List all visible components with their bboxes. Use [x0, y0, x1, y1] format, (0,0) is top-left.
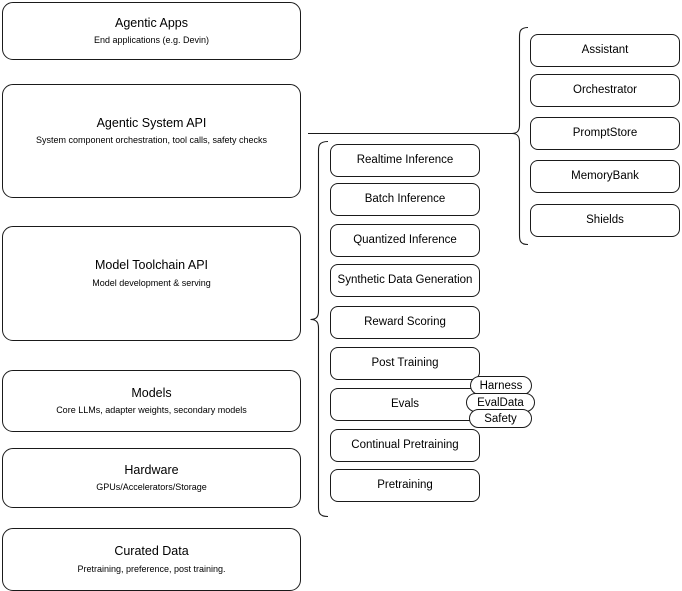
brace-agentic-components — [511, 26, 529, 246]
capability-label: Evals — [390, 398, 420, 411]
layer-title: Curated Data — [114, 544, 189, 559]
layer-title: Models — [131, 385, 172, 400]
capability-label: Quantized Inference — [353, 234, 457, 247]
capability-box-quantized-inference[interactable]: Quantized Inference — [330, 224, 480, 257]
layer-card-curated-data[interactable]: Curated Data Pretraining, preference, po… — [2, 528, 301, 591]
component-box-shields[interactable]: Shields — [530, 204, 680, 237]
layer-subtitle: Core LLMs, adapter weights, secondary mo… — [56, 405, 247, 416]
component-label: PromptStore — [572, 127, 638, 140]
layer-card-hardware[interactable]: Hardware GPUs/Accelerators/Storage — [2, 448, 301, 508]
capability-box-reward-scoring[interactable]: Reward Scoring — [330, 306, 480, 339]
component-box-promptstore[interactable]: PromptStore — [530, 117, 680, 150]
layer-subtitle: GPUs/Accelerators/Storage — [96, 482, 207, 493]
layer-subtitle: Model development & serving — [92, 277, 211, 288]
brace-toolchain-capabilities — [310, 140, 329, 518]
capability-box-synthetic-data-generation[interactable]: Synthetic Data Generation — [330, 264, 480, 297]
layer-title: Hardware — [124, 462, 179, 477]
capability-box-evals[interactable]: Evals — [330, 388, 480, 421]
capability-label: Continual Pretraining — [351, 439, 459, 452]
component-box-memorybank[interactable]: MemoryBank — [530, 160, 680, 193]
pill-label: EvalData — [477, 396, 524, 409]
layer-title: Model Toolchain API — [94, 258, 209, 273]
layer-title: Agentic System API — [96, 115, 207, 130]
layer-subtitle: End applications (e.g. Devin) — [93, 35, 210, 46]
layer-title: Agentic Apps — [115, 15, 188, 30]
layer-subtitle: Pretraining, preference, post training. — [77, 563, 226, 574]
capability-box-pretraining[interactable]: Pretraining — [330, 469, 480, 502]
layer-card-models[interactable]: Models Core LLMs, adapter weights, secon… — [2, 370, 301, 432]
capability-label: Synthetic Data Generation — [337, 274, 473, 287]
component-label: Assistant — [581, 44, 629, 57]
capability-box-realtime-inference[interactable]: Realtime Inference — [330, 144, 480, 177]
pill-label: Harness — [479, 379, 523, 392]
component-box-orchestrator[interactable]: Orchestrator — [530, 74, 680, 107]
capability-label: Realtime Inference — [356, 154, 454, 167]
component-label: MemoryBank — [571, 170, 639, 183]
capability-label: Post Training — [371, 357, 439, 370]
layer-card-model-toolchain-api[interactable]: Model Toolchain API Model development & … — [2, 226, 301, 341]
component-box-assistant[interactable]: Assistant — [530, 34, 680, 67]
capability-label: Batch Inference — [364, 193, 446, 206]
component-label: Orchestrator — [573, 84, 637, 97]
capability-label: Reward Scoring — [364, 316, 446, 329]
component-label: Shields — [586, 214, 624, 227]
capability-label: Pretraining — [377, 479, 433, 492]
layer-card-agentic-system-api[interactable]: Agentic System API System component orch… — [2, 84, 301, 198]
layer-card-agentic-apps[interactable]: Agentic Apps End applications (e.g. Devi… — [2, 2, 301, 60]
layer-subtitle: System component orchestration, tool cal… — [35, 135, 268, 146]
pill-label: Safety — [484, 412, 517, 425]
capability-box-continual-pretraining[interactable]: Continual Pretraining — [330, 429, 480, 462]
capability-box-batch-inference[interactable]: Batch Inference — [330, 183, 480, 216]
evals-subcomponent-safety[interactable]: Safety — [469, 409, 532, 428]
capability-box-post-training[interactable]: Post Training — [330, 347, 480, 380]
